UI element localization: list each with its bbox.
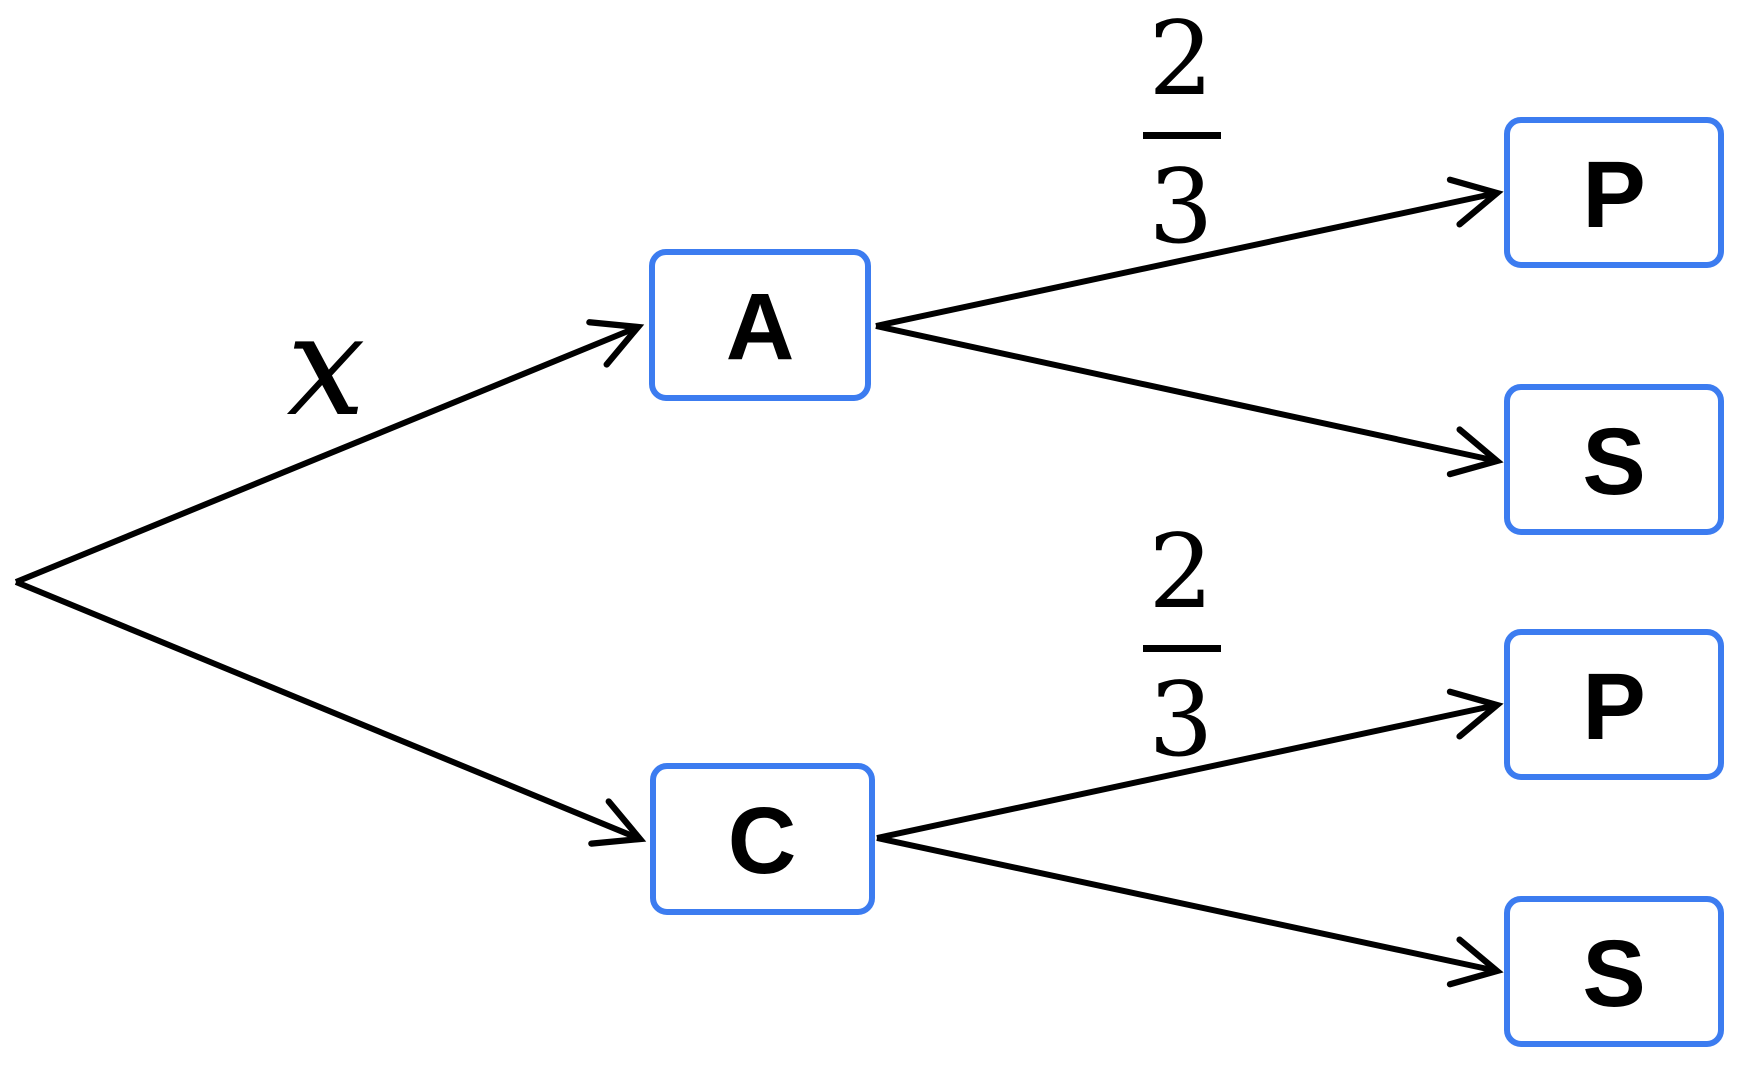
branch-label-fraction-c-p: 2 3: [1143, 513, 1221, 780]
branch-label-fraction-a-p: 2 3: [1143, 0, 1221, 267]
node-c: C: [650, 763, 875, 915]
fraction-numerator: 2: [1149, 513, 1214, 632]
node-a: A: [649, 249, 871, 401]
fraction-numerator: 2: [1149, 0, 1214, 119]
node-label-p-top: P: [1582, 142, 1645, 248]
node-label-a: A: [726, 274, 795, 380]
node-box-c: [650, 763, 875, 915]
fraction-denominator: 3: [1149, 148, 1214, 267]
node-label-p-bottom: P: [1582, 654, 1645, 760]
branch-a-to-p: [875, 176, 1504, 329]
branch-c-to-s: [876, 835, 1504, 988]
node-label-s-bottom: S: [1582, 921, 1645, 1027]
node-box-s-top: [1504, 384, 1724, 535]
node-box-p-bottom: [1504, 629, 1724, 780]
branch-c-to-p: [876, 688, 1504, 841]
node-label-c: C: [728, 788, 797, 894]
node-box-p-top: [1504, 117, 1724, 268]
node-s-bottom: S: [1504, 896, 1724, 1047]
node-label-s-top: S: [1582, 409, 1645, 515]
node-box-a: [649, 249, 871, 401]
branch-a-to-s: [875, 323, 1504, 478]
node-p-top: P: [1504, 117, 1724, 268]
branch-root-to-a: [14, 319, 645, 585]
node-p-bottom: P: [1504, 629, 1724, 780]
node-s-top: S: [1504, 384, 1724, 535]
fraction-denominator: 3: [1149, 661, 1214, 780]
branch-root-to-c: [14, 579, 647, 847]
node-box-s-bottom: [1504, 896, 1724, 1047]
branch-label-x: x: [287, 285, 366, 448]
